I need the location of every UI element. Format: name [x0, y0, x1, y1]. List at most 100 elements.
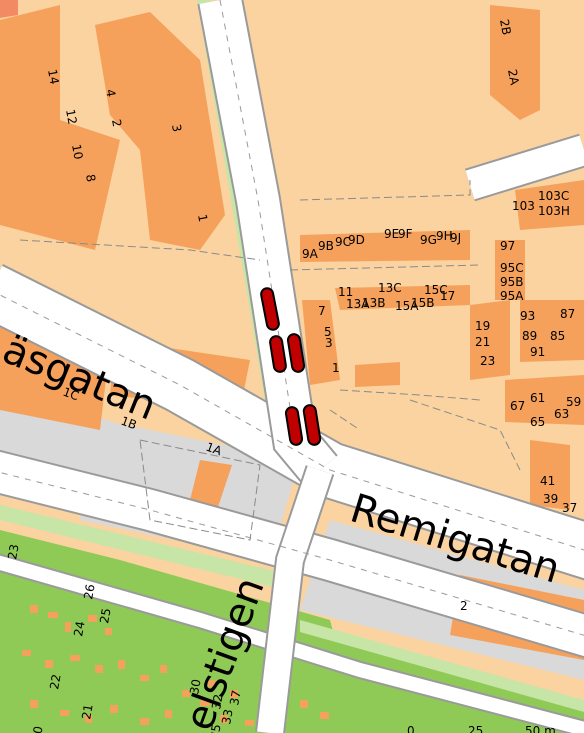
house-number: 2: [460, 599, 468, 613]
house-number: 9G: [420, 233, 437, 247]
house-number: 23: [480, 354, 495, 368]
house-number: 1: [195, 213, 210, 223]
footpaths: [19, 180, 521, 541]
house-number: 9B: [318, 239, 334, 253]
building: [0, 0, 18, 18]
house-number: 97: [500, 239, 515, 253]
marker[interactable]: [302, 404, 322, 446]
house-number: 13A: [346, 297, 370, 311]
house-number: 89: [522, 329, 537, 343]
building: [0, 5, 120, 250]
house-number: 23: [5, 543, 21, 560]
house-number: 41: [540, 474, 555, 488]
house-number: 1C: [61, 385, 81, 404]
house-number: 63: [554, 407, 569, 421]
scale-bar: 0 25 50 m: [407, 724, 556, 733]
house-number: 35: [207, 723, 223, 733]
house-number: 9A: [302, 247, 319, 261]
house-number: 103: [512, 199, 535, 213]
marker[interactable]: [260, 287, 280, 331]
house-number: 9F: [398, 227, 413, 241]
building: [505, 375, 584, 425]
house-number: 2B: [497, 18, 514, 36]
building: [335, 285, 470, 310]
house-number: 5: [324, 325, 332, 339]
house-number: 1A: [204, 440, 224, 459]
house-number: 9H: [436, 229, 453, 243]
house-number: 10: [69, 143, 85, 160]
house-number: 91: [530, 345, 545, 359]
house-number: 2A: [505, 68, 522, 87]
house-number: 13B: [362, 296, 386, 310]
house-number: 85: [550, 329, 565, 343]
house-number: 15B: [411, 296, 435, 310]
garden-plots: [22, 605, 329, 726]
building: [515, 180, 584, 230]
house-number: 12: [63, 108, 79, 125]
house-number: 1: [332, 361, 340, 375]
house-number: 2: [109, 118, 124, 128]
scale-tick-label: 50 m: [525, 724, 556, 733]
house-number: 11: [338, 285, 353, 299]
building: [470, 300, 510, 380]
house-number: 9J: [450, 231, 461, 245]
house-number: 15A: [395, 299, 419, 313]
house-number: 1B: [119, 414, 139, 433]
house-number: 9E: [384, 227, 399, 241]
house-number: 9C: [335, 235, 351, 249]
house-number: 26: [81, 583, 97, 600]
markers: [260, 287, 322, 446]
house-number: 103C: [538, 189, 569, 203]
house-number: 21: [475, 335, 490, 349]
house-number: 17: [440, 289, 455, 303]
house-number: 95C: [500, 261, 524, 275]
house-number: 65: [530, 415, 545, 429]
house-number: 15C: [424, 283, 448, 297]
house-number: 39: [543, 492, 558, 506]
green-strip-west: [0, 505, 290, 590]
building: [490, 5, 540, 120]
marker[interactable]: [286, 333, 306, 373]
house-number: 13C: [378, 281, 402, 295]
house-number: 93: [520, 309, 535, 323]
marker[interactable]: [269, 335, 287, 373]
house-number: 19: [475, 319, 490, 333]
house-number: 22: [47, 673, 63, 690]
scale-tick-label: 0: [407, 724, 415, 733]
building: [530, 440, 570, 510]
house-number: 7: [318, 304, 326, 318]
house-number: 95A: [500, 289, 524, 303]
house-number: 37: [227, 689, 243, 706]
building: [495, 240, 525, 300]
house-number: 3: [325, 336, 333, 350]
green-strip-east: [300, 620, 584, 712]
house-number: 59: [566, 395, 581, 409]
building: [355, 362, 400, 387]
house-number: 87: [560, 307, 575, 321]
house-number: 103H: [538, 204, 570, 218]
house-number: 67: [510, 399, 525, 413]
house-number: 8: [83, 173, 98, 183]
house-number: 3: [169, 123, 184, 133]
house-number: 4: [103, 88, 118, 98]
building: [302, 300, 340, 385]
building: [520, 300, 584, 362]
house-number: 24: [71, 620, 87, 637]
house-number: 32: [209, 693, 225, 710]
house-number: 25: [97, 607, 113, 624]
scale-tick-label: 25: [468, 724, 483, 733]
marker[interactable]: [284, 406, 304, 446]
house-number: 61: [530, 391, 545, 405]
house-number: 14: [45, 68, 61, 85]
house-number: 33: [219, 708, 235, 725]
building: [300, 230, 470, 262]
house-number: 20: [29, 725, 45, 733]
building: [95, 12, 225, 250]
house-number: 9D: [348, 233, 365, 247]
house-number: 37: [562, 501, 577, 515]
house-number: 30: [187, 678, 203, 695]
house-number: 21: [79, 703, 95, 720]
